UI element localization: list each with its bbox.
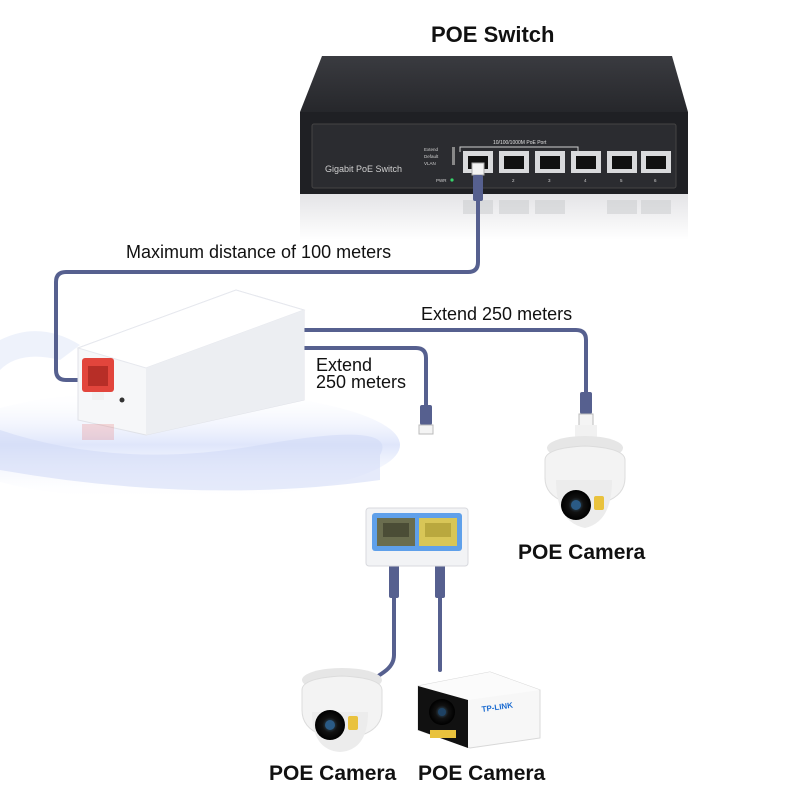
port-number-6: 6	[654, 178, 657, 183]
poe-extender	[76, 289, 306, 440]
dome-camera-bottom-left	[301, 668, 383, 752]
label-camera-right: POE Camera	[518, 541, 646, 564]
mode-extend-label: Extend	[424, 147, 439, 152]
extender-indicator	[119, 397, 125, 403]
port-number-4: 4	[584, 178, 587, 183]
label-max-distance: Maximum distance of 100 meters	[126, 242, 392, 262]
dome-camera-right	[544, 425, 626, 528]
switch-title: POE Switch	[431, 22, 555, 47]
switch-ports	[463, 151, 671, 173]
label-camera-bottom-left: POE Camera	[269, 762, 397, 785]
poe-switch: Gigabit PoE Switch Extend Default VLAN 1…	[300, 56, 688, 240]
bullet-camera-bottom-right: TP-LINK	[417, 671, 541, 749]
mode-vlan-label: VLAN	[424, 161, 436, 166]
switch-model-label: Gigabit PoE Switch	[325, 164, 402, 174]
cable-switch-to-extender	[54, 193, 480, 382]
label-extend-mid-line2: 250 meters	[316, 372, 407, 392]
poe-splitter	[365, 507, 469, 567]
cable-extender-to-right-camera	[298, 328, 588, 397]
mode-switch[interactable]	[452, 147, 455, 165]
port-number-5: 5	[620, 178, 623, 183]
port-header: 10/100/1000M PoE Port	[493, 140, 547, 146]
cables	[54, 193, 588, 685]
port-number-3: 3	[548, 178, 551, 183]
mode-default-label: Default	[424, 154, 439, 159]
power-label: PWR	[436, 178, 447, 183]
label-extend-right: Extend 250 meters	[421, 304, 573, 324]
bullet-camera-brand: TP-LINK	[481, 701, 514, 714]
label-camera-bottom-right: POE Camera	[418, 762, 546, 785]
cable-splitter-to-left-camera	[366, 593, 396, 685]
label-extend-mid-line1: Extend	[316, 355, 373, 375]
port-number-2: 2	[512, 178, 515, 183]
power-led	[450, 178, 454, 182]
cable-extender-to-splitter	[298, 346, 428, 410]
